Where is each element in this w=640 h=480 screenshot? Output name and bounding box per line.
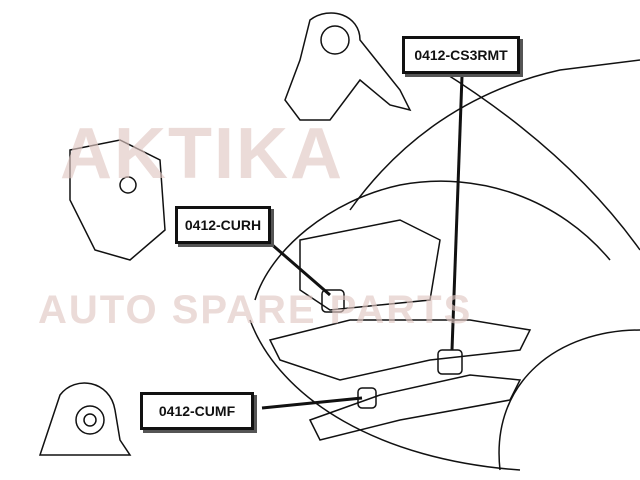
left-mount-part [69,139,166,261]
curh-mount [321,289,345,313]
wheel-arch [498,329,640,471]
label-0412-cumf: 0412-CUMF [140,392,254,430]
fender-outline [439,69,640,251]
label-0412-curh: 0412-CURH [175,206,271,244]
cs3rmt-mount [437,349,463,375]
front-bumper [249,319,521,471]
label-0412-cs3rmt: 0412-CS3RMT [402,36,520,74]
leader-cumf [261,396,363,410]
subframe [268,319,532,381]
bottom-mount-part [38,382,132,456]
hood-outline [349,59,640,211]
leader-cs3rmt [450,75,464,351]
top-mount-part [284,12,412,121]
watermark-brand: AKTIKA [60,114,344,194]
watermark-tagline: AUTO SPARE PARTS [38,288,473,332]
engine-block [299,219,441,311]
crossmember [308,374,522,441]
leader-curh [261,234,331,297]
